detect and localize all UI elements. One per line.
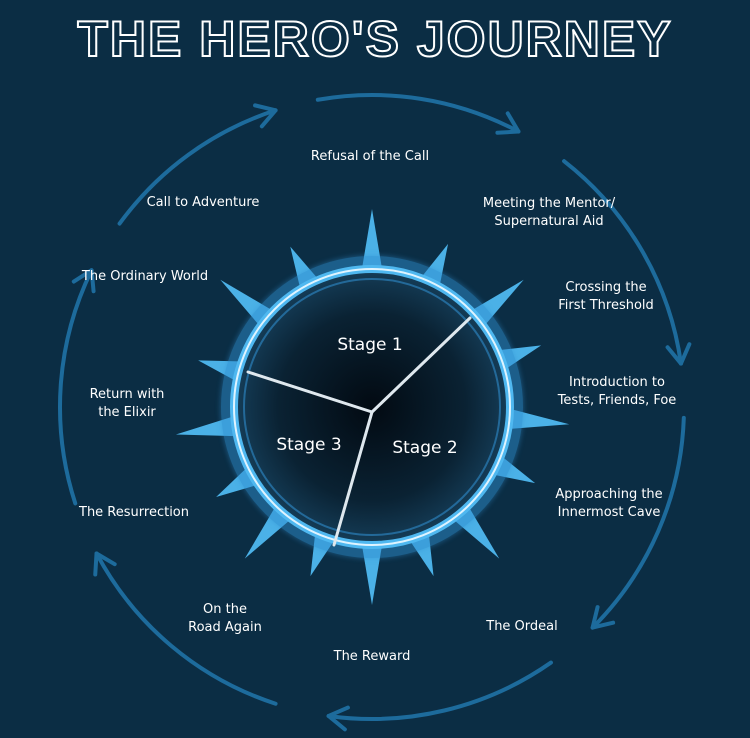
cycle-arrow-arc [562, 159, 683, 366]
stage-2-label: Stage 2 [392, 438, 458, 458]
step-on-the-road-again: On the Road Again [188, 602, 262, 635]
cycle-arrow-head [93, 551, 117, 577]
page-title: THE HERO'S JOURNEY [76, 11, 673, 67]
ring-spike [362, 209, 382, 268]
divider-stage1-stage3 [246, 370, 374, 414]
cycle-arrow-head [495, 111, 521, 135]
cycle-arrow-arc [326, 660, 553, 721]
cycle-arrow-head [590, 605, 616, 630]
ring-outer-glow [221, 256, 523, 558]
cycle-arrow-arc [590, 415, 686, 630]
step-the-ordeal: The Ordeal [486, 619, 558, 634]
cycle-arrow-head [71, 268, 96, 294]
cycle-arrow-arc [58, 268, 94, 506]
step-the-resurrection: The Resurrection [79, 505, 189, 520]
step-approaching-innermost-cave: Approaching the Innermost Cave [555, 487, 663, 520]
cycle-arrow-arc [94, 551, 278, 706]
divider-stage1-stage2 [370, 316, 472, 414]
stage-3-label: Stage 3 [276, 435, 342, 455]
stage-dividers [246, 316, 472, 547]
cycle-arrow-head [253, 103, 278, 129]
ring-highlight [233, 268, 511, 546]
ring-inner-disc [238, 273, 506, 541]
cycle-arrow-arc [117, 108, 278, 226]
cycle-arrow-head [665, 342, 692, 366]
step-meeting-the-mentor: Meeting the Mentor/ Supernatural Aid [482, 196, 616, 229]
cycle-arrow-head [326, 705, 350, 732]
step-crossing-first-threshold: Crossing the First Threshold [558, 280, 654, 313]
ring-spike [510, 409, 570, 429]
stage-1-label: Stage 1 [337, 335, 403, 355]
step-refusal-of-the-call: Refusal of the Call [310, 149, 430, 164]
ring-spike [362, 546, 382, 605]
ring-inner-line [243, 278, 501, 536]
step-return-with-elixir: Return with the Elixir [89, 387, 165, 420]
step-call-to-adventure: Call to Adventure [146, 195, 260, 210]
divider-stage2-stage3 [332, 410, 374, 547]
cycle-arrows [58, 93, 692, 732]
ring-spike [175, 416, 236, 437]
step-tests-friends-foe: Introduction to Tests, Friends, Foe [557, 375, 677, 408]
step-the-reward: The Reward [333, 649, 411, 664]
cycle-arrow-arc [315, 93, 521, 134]
step-ordinary-world: The Ordinary World [81, 269, 209, 284]
